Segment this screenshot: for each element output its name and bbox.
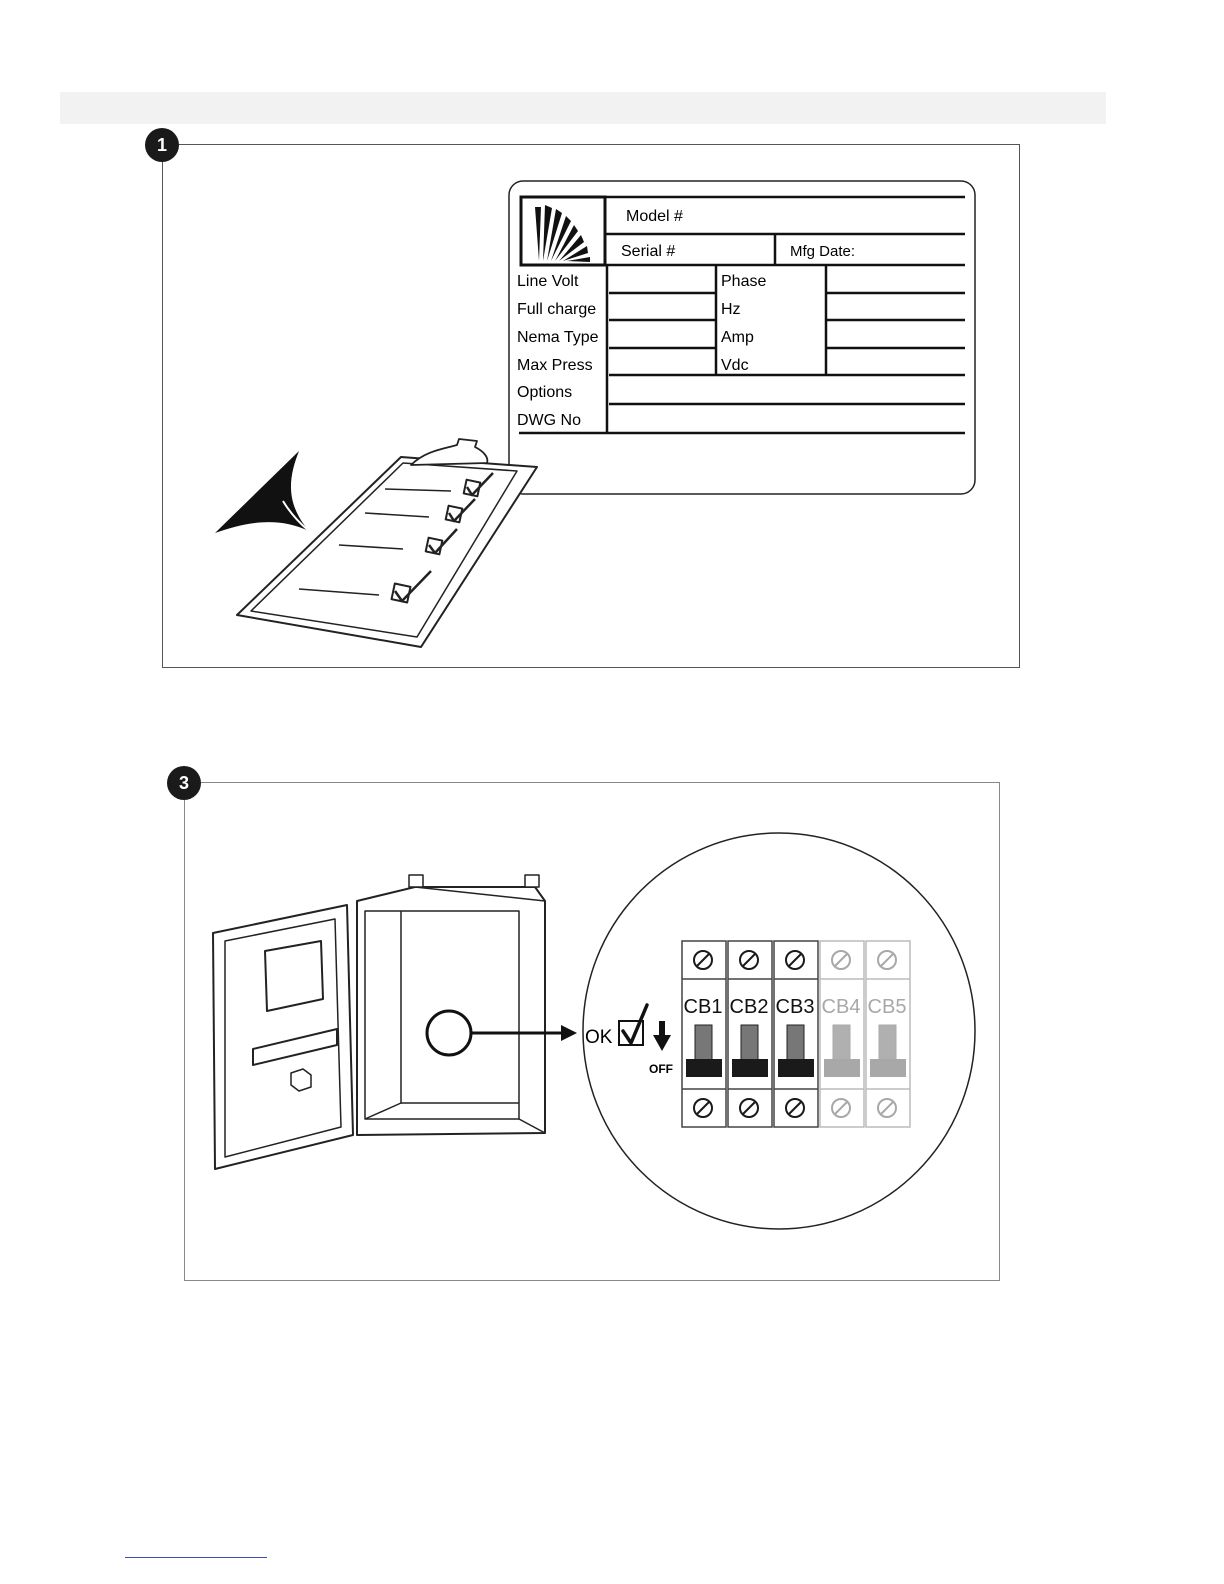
model-label: Model # [626, 208, 683, 225]
field-label: Full charge [517, 301, 596, 318]
breaker-cb4[interactable]: CB4 [820, 941, 864, 1127]
field-label: Max Press [517, 357, 593, 374]
breaker-label: CB3 [776, 996, 815, 1018]
field-label: Options [517, 384, 572, 401]
breaker-toggle [879, 1025, 896, 1061]
step-3-panel: OK OFF CB1 CB2 CB3 CB4 CB5 [184, 782, 1000, 1281]
field-label: DWG No [517, 412, 581, 429]
breaker-base [870, 1059, 906, 1077]
breaker-toggle [741, 1025, 758, 1061]
field-label: Amp [721, 329, 754, 346]
breaker-toggle [787, 1025, 804, 1061]
breaker-cb5[interactable]: CB5 [866, 941, 910, 1127]
footer-link-line [125, 1557, 267, 1558]
breaker-toggle [695, 1025, 712, 1061]
mfg-date-label: Mfg Date: [790, 243, 855, 260]
breaker-base [686, 1059, 722, 1077]
control-panel-icon [213, 875, 545, 1169]
magnify-circle-icon [427, 1011, 471, 1055]
step-3-illustration: OK OFF CB1 CB2 CB3 CB4 CB5 [185, 783, 999, 1280]
serial-label: Serial # [621, 243, 675, 260]
breaker-cb1[interactable]: CB1 [682, 941, 726, 1127]
breaker-label: CB5 [868, 996, 907, 1018]
off-label: OFF [649, 1062, 673, 1076]
field-label: Phase [721, 273, 766, 290]
breaker-cb3[interactable]: CB3 [774, 941, 818, 1127]
header-bar [60, 92, 1106, 124]
field-label: Nema Type [517, 329, 599, 346]
breaker-row: CB1 CB2 CB3 CB4 CB5 [682, 941, 910, 1127]
pen-nib-icon [215, 451, 309, 533]
step-1-panel: Model # Serial # Mfg Date: Line Volt Ful… [162, 144, 1020, 668]
field-label: Vdc [721, 357, 749, 374]
step-1-badge: 1 [145, 128, 179, 162]
breaker-label: CB1 [684, 996, 723, 1018]
breaker-label: CB2 [730, 996, 769, 1018]
breaker-base [732, 1059, 768, 1077]
field-label: Line Volt [517, 273, 579, 290]
breaker-base [778, 1059, 814, 1077]
step-1-illustration: Model # Serial # Mfg Date: Line Volt Ful… [163, 145, 1019, 667]
breaker-cb2[interactable]: CB2 [728, 941, 772, 1127]
breaker-base [824, 1059, 860, 1077]
breaker-toggle [833, 1025, 850, 1061]
field-label: Hz [721, 301, 741, 318]
breaker-label: CB4 [822, 996, 861, 1018]
step-3-badge: 3 [167, 766, 201, 800]
ok-label: OK [585, 1027, 613, 1048]
